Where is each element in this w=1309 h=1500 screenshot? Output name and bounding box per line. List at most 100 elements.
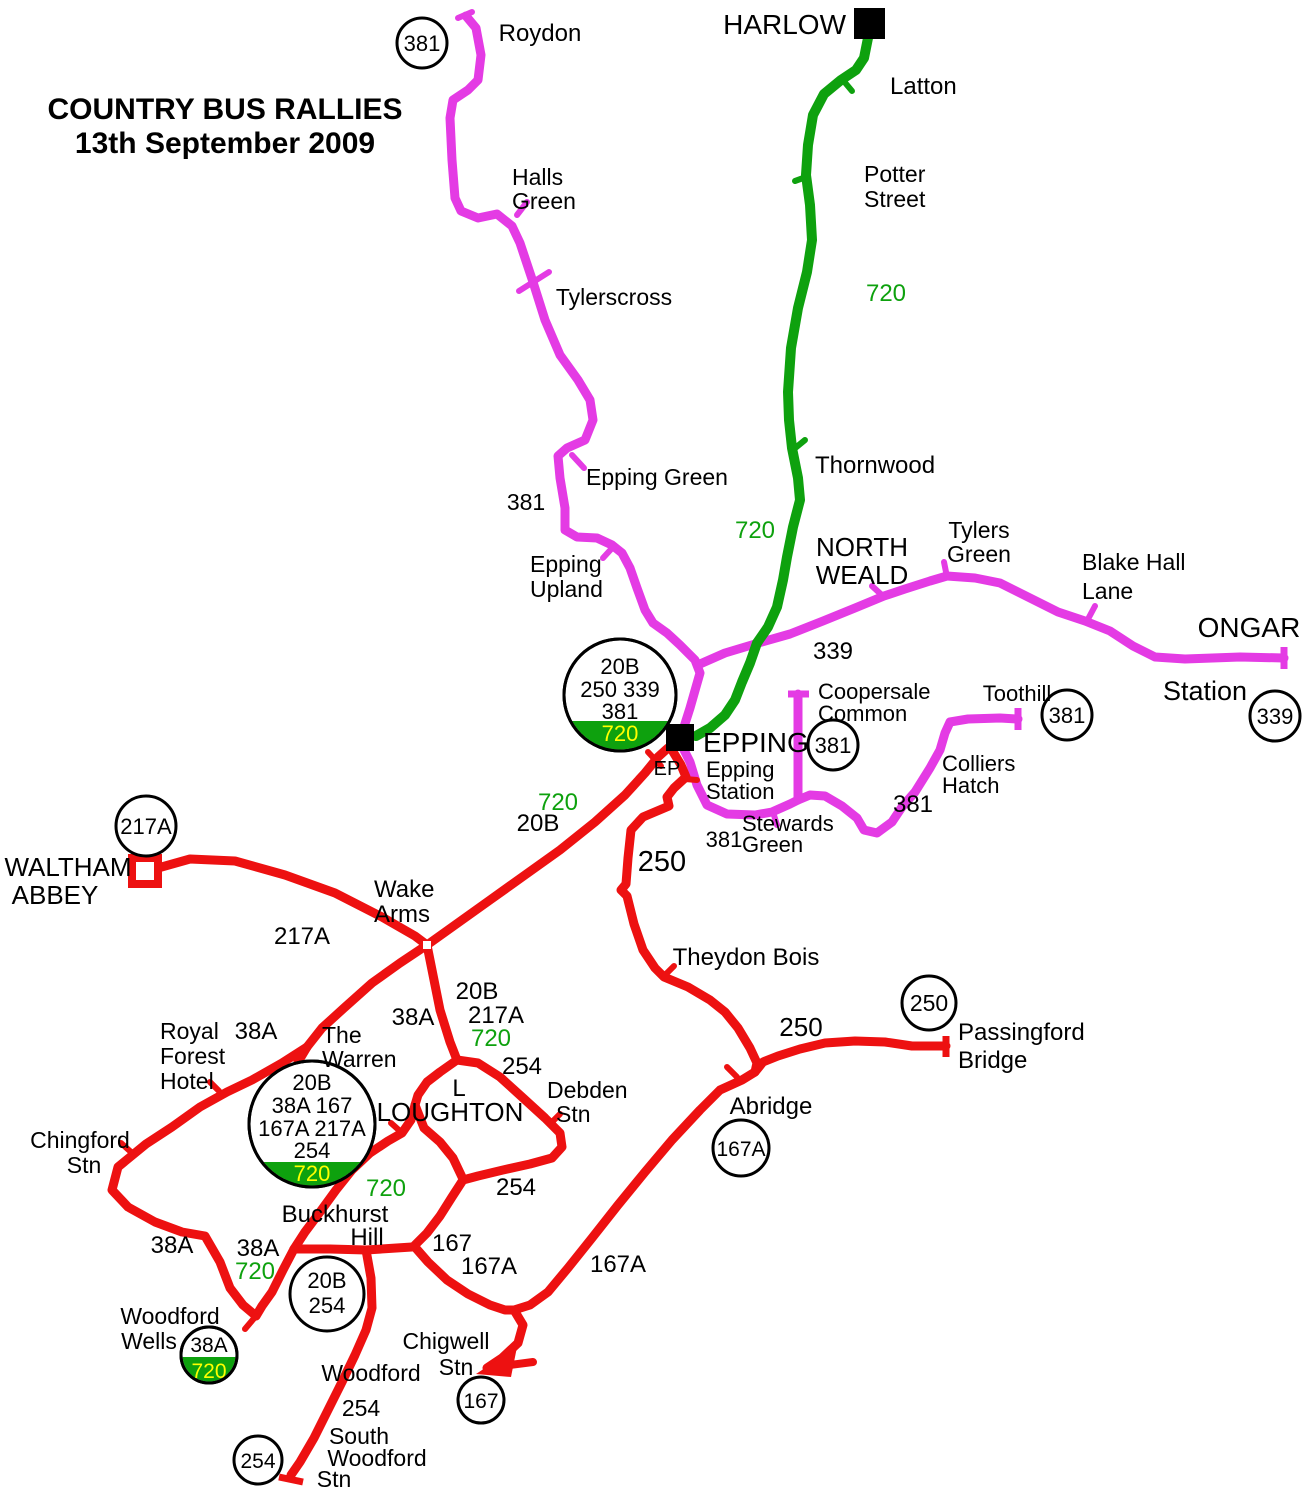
label-lane-20: Lane [1082, 578, 1133, 604]
label-arms-46: Arms [374, 901, 430, 928]
label-250-40: 250 [779, 1012, 822, 1042]
label-potter-10: Potter [864, 161, 926, 187]
badge-route-number: 167A [716, 1138, 765, 1161]
label-abridge-65: Abridge [730, 1093, 813, 1120]
label-hill-69: Hill [350, 1224, 383, 1251]
label-38a-55: 38A [235, 1018, 278, 1045]
label-stn-83: Stn [317, 1466, 352, 1492]
label-chingford-63: Chingford [30, 1127, 130, 1153]
route-20b-wakearms-epping [422, 743, 673, 950]
badge-circle [711, 1118, 771, 1178]
route-badge-254-south-woodford: 254 [232, 1434, 284, 1486]
badge-route-number: 381 [1049, 703, 1086, 728]
label-north-15: NORTH [816, 532, 908, 562]
label-20b-38: 20B [517, 810, 560, 837]
label-epping-6: Epping [530, 551, 602, 577]
route-339-epping-ongar [695, 571, 1289, 669]
route-badge-381-coopersale: 381 [806, 718, 860, 772]
label-381-29: 381 [893, 791, 933, 818]
route-badge-167a-abridge: 167A [711, 1118, 771, 1178]
label-debden-60: Debden [547, 1077, 628, 1103]
label-epping-30: EPPING [703, 727, 809, 758]
label-forest-53: Forest [160, 1043, 226, 1069]
label-254-80: 254 [342, 1395, 381, 1421]
route-badge-167-chigwell: 167 [456, 1375, 506, 1425]
label-upland-7: Upland [530, 576, 603, 602]
badge-route-number: 381 [602, 699, 639, 724]
stop-tick-abridge [724, 1064, 740, 1080]
badge-circle-outline [247, 1059, 377, 1189]
badge-route-number: 381 [815, 733, 852, 758]
map-title: COUNTRY BUS RALLIES 13th September 2009 [25, 93, 425, 161]
route-381-stewards-toothill [678, 713, 1023, 838]
label-720-12: 720 [866, 280, 906, 307]
badge-circle [288, 1255, 366, 1333]
stop-tick-thornwood [791, 437, 808, 452]
label-roydon-0: Roydon [499, 20, 582, 47]
label-167a-72: 167A [461, 1253, 517, 1280]
label-tylers-17: Tylers [948, 517, 1009, 543]
label-ep-33: EP [654, 758, 681, 780]
badge-route-number: 250 [910, 990, 948, 1016]
stop-tick-woodford-wells-end [242, 1313, 259, 1332]
label-wells-78: Wells [121, 1328, 177, 1354]
junction-node-wake-arms-node [423, 941, 431, 949]
badge-circle [900, 974, 958, 1032]
label-station-22: Station [1163, 676, 1247, 706]
label-thornwood-13: Thornwood [815, 452, 935, 479]
label-harlow-8: HARLOW [723, 9, 846, 40]
label-254-62: 254 [496, 1174, 536, 1201]
route-loughton-buckhurst [289, 1055, 462, 1254]
label-720-14: 720 [735, 517, 775, 544]
label-339-23: 339 [813, 638, 853, 665]
badge-circle [806, 718, 860, 772]
label-green-2: Green [512, 188, 576, 214]
route-38a-wakearms-warren [302, 940, 432, 1052]
label-woodford-77: Woodford [120, 1303, 219, 1329]
route-167-buckhurst-hill [289, 1242, 417, 1255]
route-167a-abridge-chigwell [509, 1067, 760, 1315]
badge-circle [456, 1375, 506, 1425]
badge-route-number: 254 [294, 1138, 331, 1163]
label-250-39: 250 [638, 846, 686, 878]
label-common-25: Common [818, 701, 907, 726]
stop-tick-loughton-bend [388, 1120, 404, 1135]
terminus-bar-south-woodford-terminus [278, 1473, 304, 1486]
stop-tick-ep [645, 749, 664, 769]
route-badge-250-passingford: 250 [900, 974, 958, 1032]
label-blake-hall-19: Blake Hall [1082, 549, 1186, 575]
route-38a-warren-chingford-wells [107, 1042, 312, 1321]
label-217a-49: 217A [468, 1002, 524, 1029]
route-250-epping-abridge [616, 745, 762, 1077]
label-passingford-66: Passingford [958, 1019, 1085, 1046]
label-toothill-26: Toothill [983, 681, 1051, 706]
label-royal-52: Royal [160, 1018, 219, 1044]
route-badge-339-ongar: 339 [1248, 689, 1302, 743]
terminus-square-waltham-abbey-terminus [128, 854, 162, 888]
label-167a-73: 167A [590, 1251, 646, 1278]
stop-tick-north-weald [869, 583, 887, 600]
badge-route-number: 254 [309, 1293, 346, 1318]
label-38a-74: 38A [151, 1232, 194, 1259]
stop-tick-tylerscross [516, 269, 552, 294]
label-20b-48: 20B [456, 978, 499, 1005]
badge-route-number: 20B [600, 654, 639, 679]
label-chigwell-84: Chigwell [403, 1328, 490, 1354]
label-167-71: 167 [432, 1230, 472, 1257]
badge-circle-outline [562, 637, 678, 753]
badge-route-number: 250 339 [580, 677, 660, 702]
stop-tick-stewards-green [770, 809, 780, 828]
label-254-51: 254 [502, 1053, 542, 1080]
badge-route-number: 254 [240, 1450, 275, 1473]
label-stewards-35: Stewards [742, 811, 834, 836]
label-colliers-27: Colliers [942, 751, 1015, 776]
stop-tick-chingford-stn [118, 1140, 134, 1155]
route-381-roydon-epping [445, 11, 705, 735]
badge-route-number: 381 [404, 31, 441, 56]
stop-tick-epping-green [569, 452, 587, 471]
badge-route-number: 339 [1257, 704, 1294, 729]
label-hatch-28: Hatch [942, 773, 999, 798]
label-theydon-bois-41: Theydon Bois [673, 944, 820, 971]
